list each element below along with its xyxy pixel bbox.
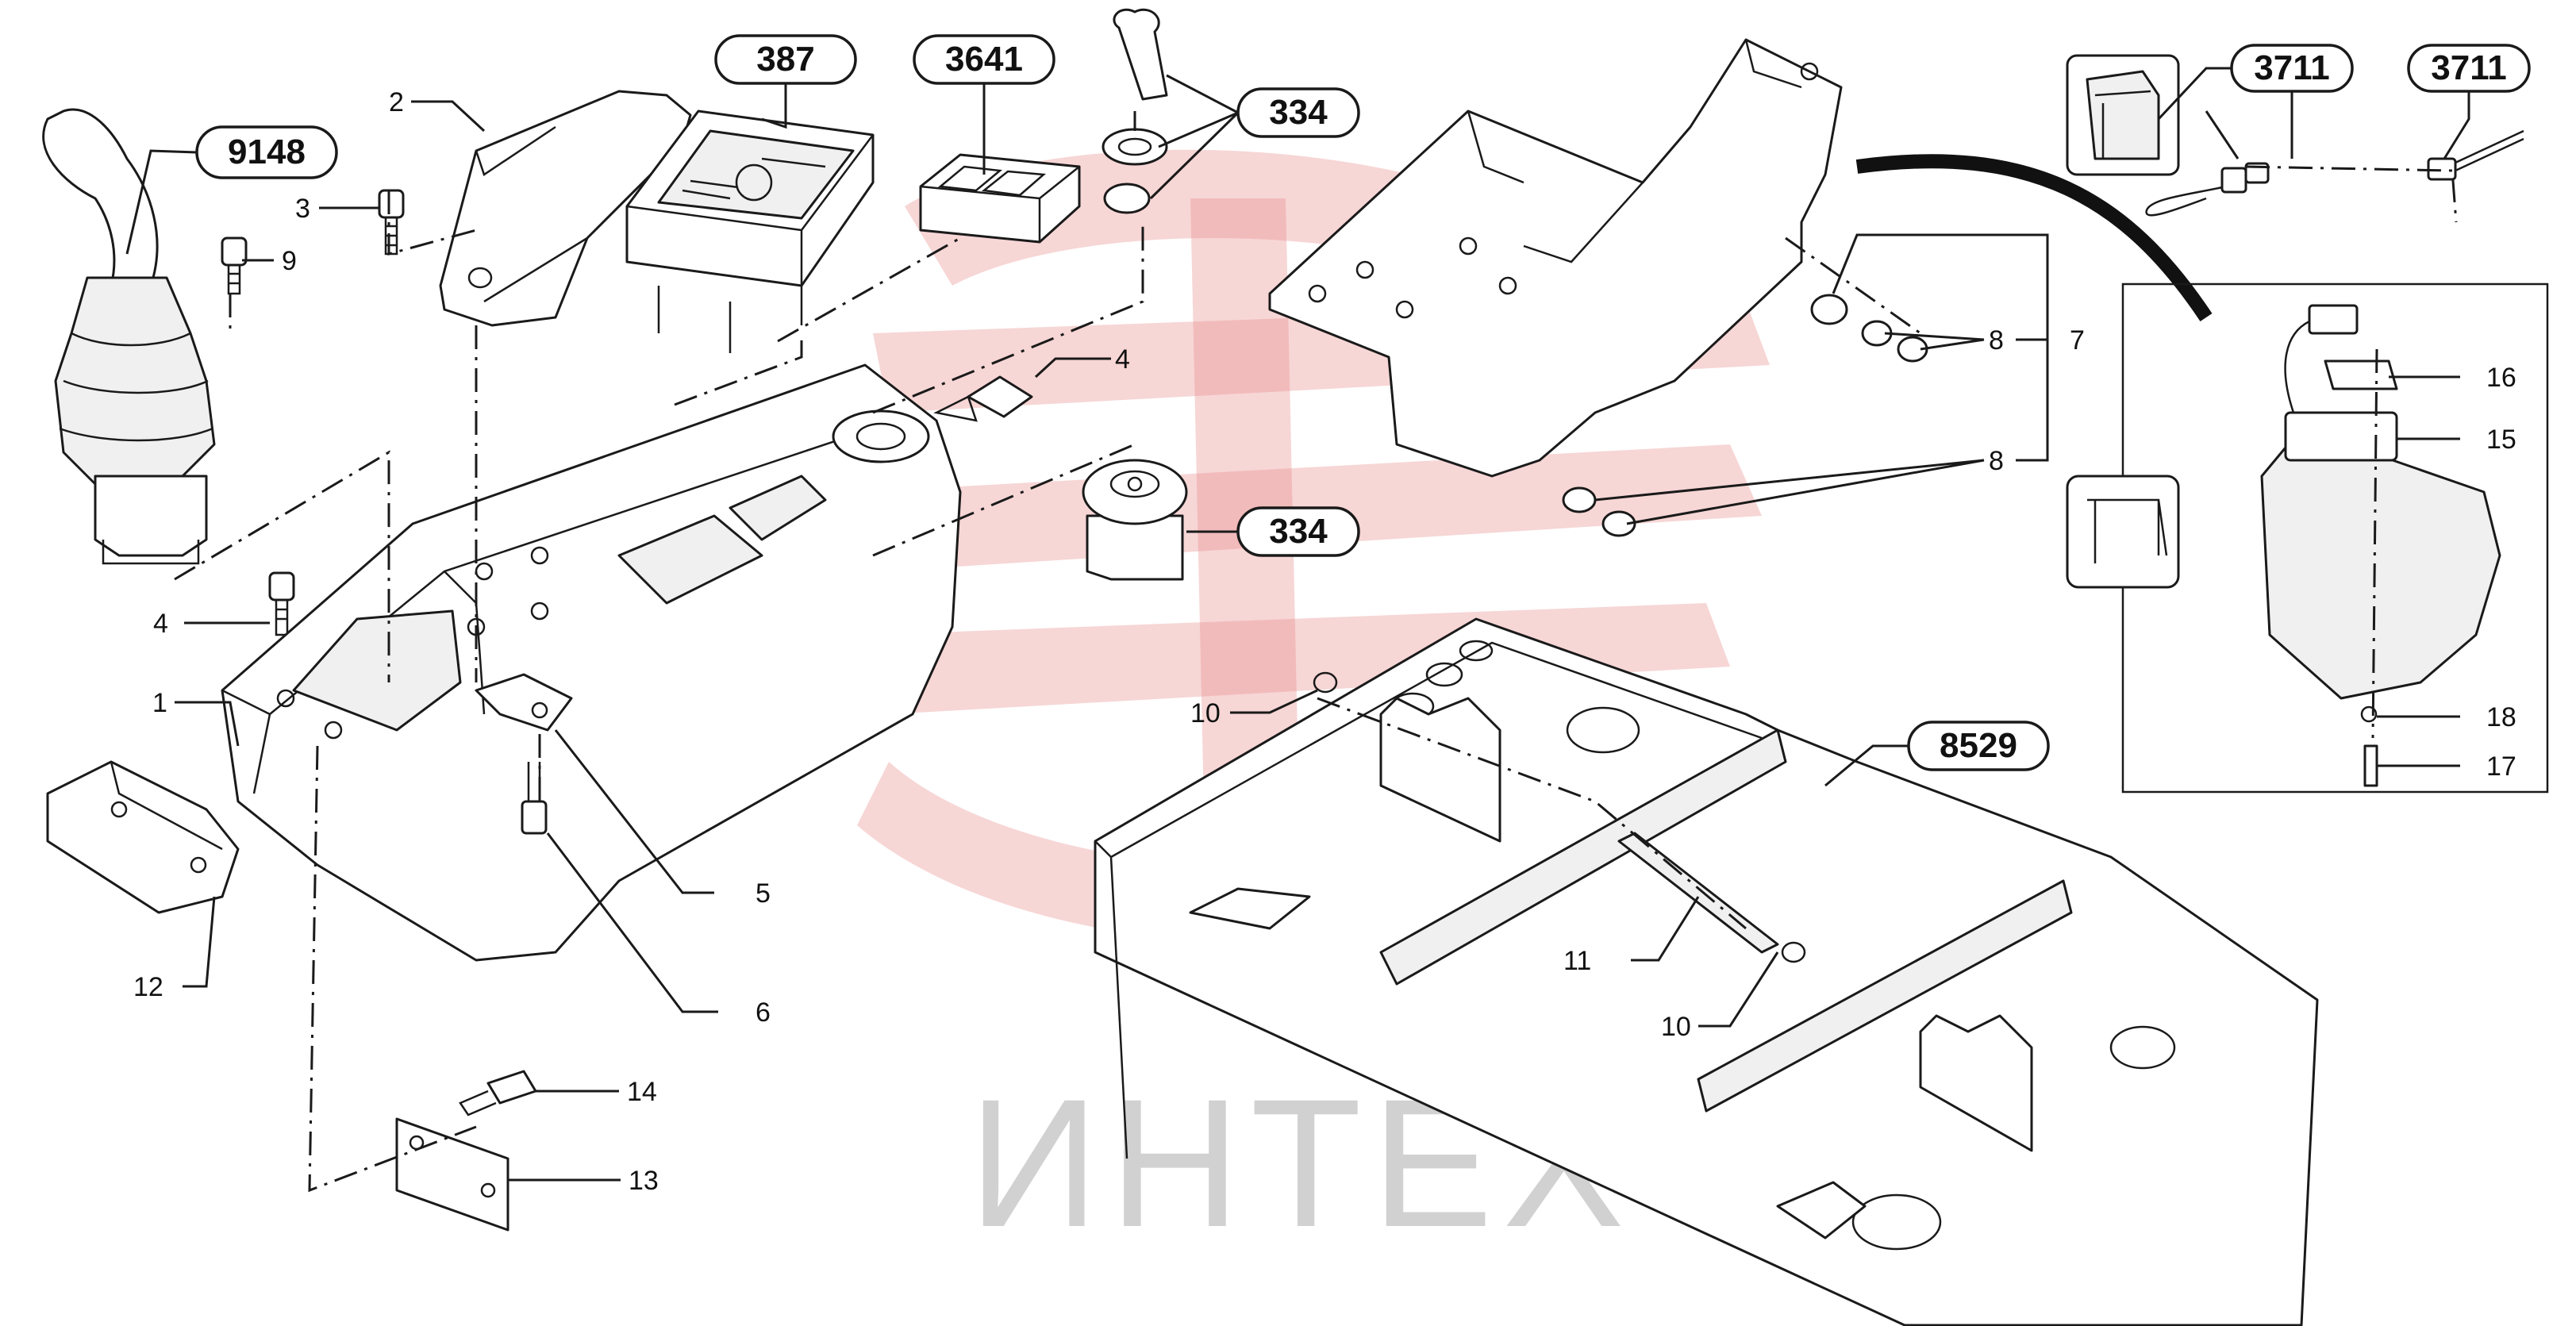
callout-8-upper: 8: [1989, 325, 2004, 356]
armrest-12: [46, 760, 240, 914]
callout-10-upper: 10: [1190, 698, 1221, 728]
reference-leaders: [125, 67, 2470, 787]
screw-9: [221, 236, 248, 295]
callout-4-right: 4: [1115, 344, 1130, 375]
svg-text:334: 334: [1269, 512, 1328, 551]
callout-5: 5: [755, 878, 771, 909]
switch-block: [919, 153, 1081, 244]
callout-4-left: 4: [153, 609, 168, 639]
reference-334-bottom[interactable]: 334: [1236, 506, 1360, 557]
callout-3: 3: [295, 194, 310, 224]
instrument-panel: [625, 110, 875, 353]
callout-12: 12: [133, 972, 163, 1002]
callout-16: 16: [2486, 363, 2516, 393]
screw-3: [378, 189, 405, 256]
reference-3641[interactable]: 3641: [913, 34, 1055, 85]
screw-4-left: [268, 571, 295, 636]
callout-8-lower: 8: [1989, 446, 2004, 476]
assembly-lines: [174, 111, 2458, 1193]
svg-text:3711: 3711: [2254, 48, 2329, 87]
callout-leaders: [175, 100, 2460, 1182]
reference-8529[interactable]: 8529: [1907, 721, 2050, 771]
plate-13: [395, 1117, 509, 1232]
reference-387[interactable]: 387: [714, 34, 857, 85]
seat-bracket-7: [1268, 38, 1848, 478]
callout-7: 7: [2070, 325, 2085, 356]
callout-13: 13: [629, 1166, 659, 1196]
reference-9148[interactable]: 9148: [195, 125, 338, 179]
base-frame: [1094, 617, 2319, 1326]
callout-2: 2: [389, 87, 404, 117]
joystick-assembly: [42, 108, 216, 565]
callout-14: 14: [627, 1077, 657, 1107]
ignition-switch-body: [1082, 459, 1188, 581]
ignition-key: [1102, 8, 1168, 214]
callout-17: 17: [2486, 751, 2516, 782]
console-housing: [221, 363, 962, 962]
console-cover-2: [439, 90, 692, 327]
svg-text:8529: 8529: [1940, 726, 2017, 765]
screw-14: [459, 1070, 537, 1117]
svg-text:3641: 3641: [945, 40, 1023, 79]
bushings-8: [1562, 320, 1928, 537]
reference-3711-left[interactable]: 3711: [2230, 44, 2354, 93]
reference-334-top[interactable]: 334: [1236, 87, 1360, 138]
sensor-inset-frame: [2066, 282, 2549, 794]
svg-text:387: 387: [756, 40, 814, 79]
callout-6: 6: [755, 997, 771, 1028]
svg-text:334: 334: [1269, 93, 1328, 132]
callout-1: 1: [152, 688, 167, 718]
callout-18: 18: [2486, 702, 2516, 732]
bracket-5: [475, 673, 573, 732]
screw-4-right: [933, 375, 1033, 422]
callout-11: 11: [1563, 946, 1591, 976]
cab-icon: [2066, 54, 2180, 176]
callout-15: 15: [2486, 425, 2516, 455]
wire-harness: [2145, 129, 2524, 217]
callout-9: 9: [282, 246, 297, 276]
svg-text:3711: 3711: [2431, 48, 2506, 87]
callout-10-lower: 10: [1661, 1012, 1691, 1042]
reference-3711-right[interactable]: 3711: [2407, 44, 2531, 93]
svg-text:9148: 9148: [228, 133, 306, 171]
